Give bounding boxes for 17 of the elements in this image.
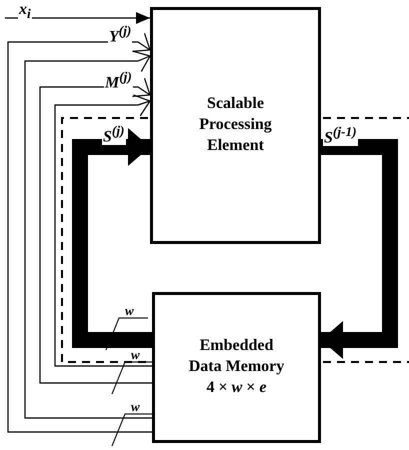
bus-width-label: w <box>130 401 141 412</box>
thick-arrow <box>72 128 152 348</box>
arrow <box>24 50 152 419</box>
node-label: 4 × w × e <box>205 378 268 398</box>
node-label: Scalable Processing Element <box>198 94 273 156</box>
processing-element-box <box>150 7 321 244</box>
memory-box <box>152 292 321 443</box>
arrow <box>39 77 152 384</box>
bus-width-label: w <box>130 349 141 360</box>
edge-label: Y$^{(j)}$ <box>108 24 132 46</box>
bus-width-label: w <box>124 305 135 316</box>
arrow <box>54 94 152 367</box>
edge-label: S$^{(j-1)}$ <box>323 125 358 146</box>
arrow <box>7 32 152 433</box>
arrow <box>5 12 150 24</box>
thick-arrow <box>321 139 398 359</box>
edge-label: S$^{(j)}$ <box>102 124 126 146</box>
